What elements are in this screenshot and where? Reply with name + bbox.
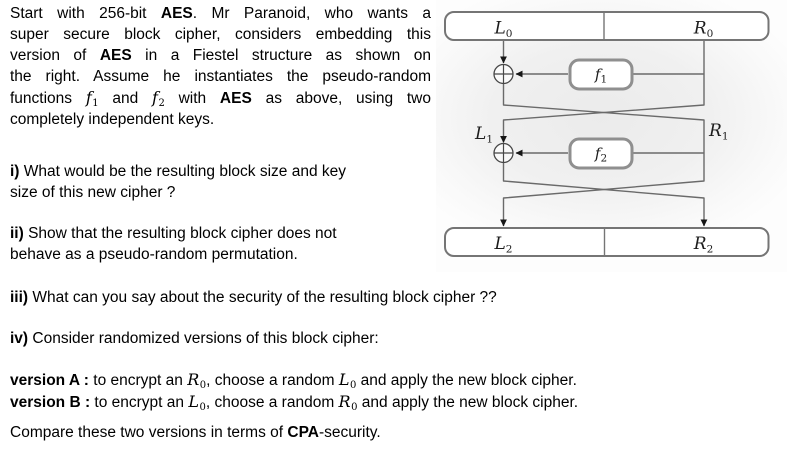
text-line: i) What would be the resulting block siz… bbox=[10, 163, 347, 180]
label-l0: L0 bbox=[494, 19, 513, 41]
paragraph-intro: Start with 256-bit AES. Mr Paranoid, who… bbox=[10, 3, 431, 130]
label-l1: L1 bbox=[474, 124, 493, 146]
text-line: completely independent keys. bbox=[10, 111, 215, 128]
text-line: super secure block cipher, considers emb… bbox=[10, 26, 431, 43]
text-line: ii) Show that the resulting block cipher… bbox=[10, 225, 337, 242]
feistel-diagram-panel: L0 R0 f1 f2 L1 R1 L2 R2 bbox=[436, 0, 787, 272]
text-line: functions f1 and f2 with AES as above, u… bbox=[10, 88, 431, 109]
question-iv: iv) Consider randomized versions of this… bbox=[10, 328, 379, 349]
text-line: version A : to encrypt an R0, choose a r… bbox=[10, 370, 577, 391]
label-f2: f2 bbox=[594, 145, 607, 165]
text-line: Compare these two versions in terms of C… bbox=[10, 424, 381, 441]
compare-instruction: Compare these two versions in terms of C… bbox=[10, 422, 381, 443]
state-box-bottom bbox=[444, 227, 770, 257]
label-r2: R2 bbox=[693, 234, 714, 256]
state-box-top bbox=[444, 11, 770, 41]
label-f1: f1 bbox=[594, 66, 607, 86]
text-line: version of AES in a Fiestel structure as… bbox=[10, 47, 431, 64]
text-line: iv) Consider randomized versions of this… bbox=[10, 330, 379, 347]
label-r0: R0 bbox=[693, 19, 714, 41]
wire-r0-cross-to-l1-xor2 bbox=[500, 40, 705, 143]
question-ii: ii) Show that the resulting block cipher… bbox=[10, 223, 337, 265]
label-r1: R1 bbox=[708, 121, 729, 143]
text-line: iii) What can you say about the security… bbox=[10, 289, 497, 306]
text-line: Start with 256-bit AES. Mr Paranoid, who… bbox=[10, 5, 431, 22]
version-definitions: version A : to encrypt an R0, choose a r… bbox=[10, 369, 578, 413]
text-line: behave as a pseudo-random permutation. bbox=[10, 246, 298, 263]
wire-xor2-cross-to-r2 bbox=[502, 163, 708, 227]
question-iii: iii) What can you say about the security… bbox=[10, 287, 497, 308]
text-line: size of this new cipher ? bbox=[10, 184, 176, 201]
text-line: version B : to encrypt an L0, choose a r… bbox=[10, 392, 579, 413]
label-l2: L2 bbox=[494, 234, 513, 256]
f1-box bbox=[568, 58, 634, 91]
wire-xor1-to-r1-cross-to-l2 bbox=[500, 84, 705, 227]
question-i: i) What would be the resulting block siz… bbox=[10, 161, 346, 203]
feistel-diagram: L0 R0 f1 f2 L1 R1 L2 R2 bbox=[444, 11, 770, 257]
text-line: the right. Assume he instantiates the ps… bbox=[10, 68, 431, 85]
f2-box bbox=[568, 137, 634, 170]
